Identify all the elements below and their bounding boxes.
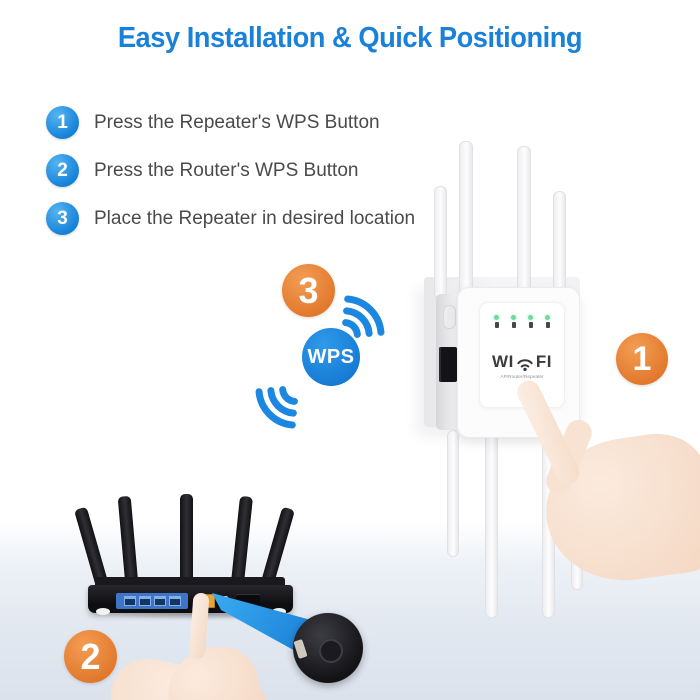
magnified-wps-button [319, 639, 343, 663]
brand-label-left: WI [492, 352, 514, 371]
router-step-badge: 2 [64, 630, 117, 683]
step-row-3: 3 Place the Repeater in desired location [46, 202, 415, 235]
step-row-1: 1 Press the Repeater's WPS Button [46, 106, 380, 139]
step-label: Press the Router's WPS Button [94, 159, 359, 181]
step-label: Press the Repeater's WPS Button [94, 111, 380, 133]
router-foot [96, 608, 110, 615]
wifi-signal-icon [342, 295, 385, 338]
lan-port [138, 596, 151, 606]
lan-port [153, 596, 166, 606]
led-indicator-row [479, 315, 565, 328]
repeater-side-button [443, 305, 456, 329]
step-number-badge: 2 [46, 154, 79, 187]
wifi-logo-icon [517, 359, 533, 372]
header: Easy Installation & Quick Positioning [0, 22, 700, 55]
repeater-mode-label: AP/Router/Repeater [500, 374, 544, 380]
power-icon [494, 315, 499, 328]
ethernet-port [439, 347, 457, 382]
lan-ports [116, 593, 188, 609]
wps-icon [511, 315, 516, 328]
page-title: Easy Installation & Quick Positioning [117, 22, 583, 54]
step-label: Place the Repeater in desired location [94, 207, 416, 229]
step-number-badge: 3 [46, 202, 79, 235]
lan-port [123, 596, 136, 606]
wifi-icon [528, 315, 533, 328]
step-row-2: 2 Press the Router's WPS Button [46, 154, 358, 187]
wps-button-callout: WPS [302, 328, 360, 386]
wifi-signal-icon [255, 386, 298, 429]
repeater-brand-label: WI FI [479, 352, 565, 372]
repeater-step-badge: 1 [616, 333, 668, 385]
signal-icon [545, 315, 550, 328]
lan-port [168, 596, 181, 606]
placement-step-badge: 3 [282, 264, 335, 317]
step-number-badge: 1 [46, 106, 79, 139]
repeater-antenna [447, 430, 459, 557]
router-antenna [180, 494, 193, 592]
brand-label-right: FI [535, 352, 552, 371]
